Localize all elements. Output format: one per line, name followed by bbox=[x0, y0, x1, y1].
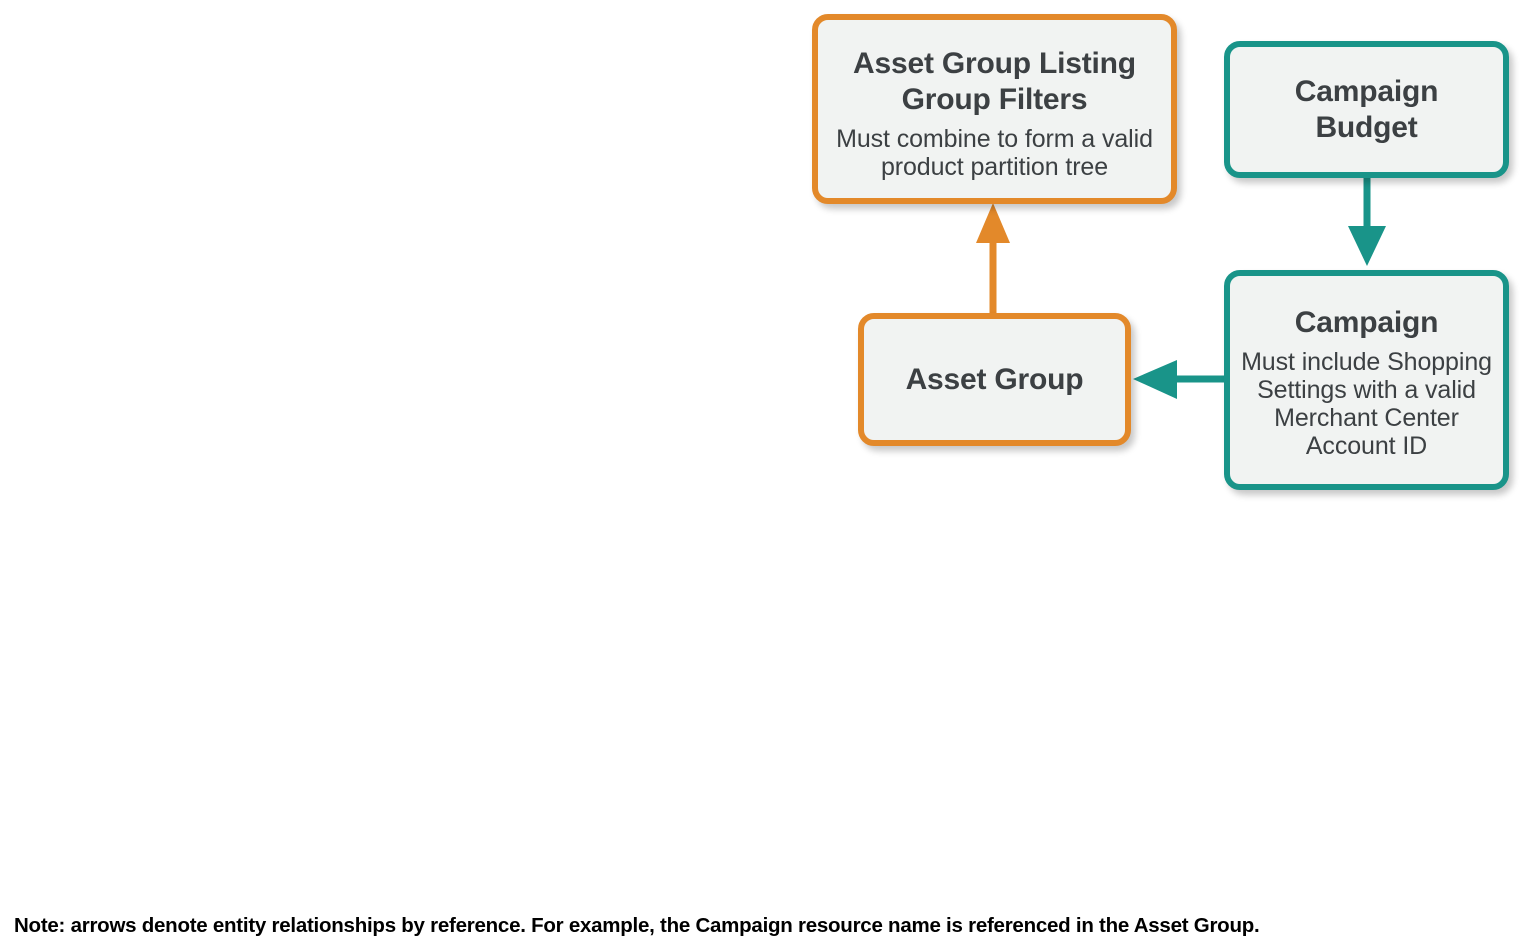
edge-asset-group-to-listing-group-filters bbox=[976, 203, 1010, 313]
node-asset-group[interactable]: Asset Group bbox=[858, 313, 1131, 446]
node-title: Asset Group bbox=[905, 362, 1084, 396]
node-subtitle: Must include Shopping Settings with a va… bbox=[1241, 348, 1492, 460]
node-asset-group-listing-group-filters[interactable]: Asset Group Listing Group Filters Must c… bbox=[812, 14, 1177, 204]
node-title: Campaign bbox=[1294, 306, 1439, 339]
edge-campaign-to-asset-group bbox=[1133, 360, 1224, 399]
node-campaign[interactable]: Campaign Must include Shopping Settings … bbox=[1224, 270, 1509, 490]
edge-campaign-budget-to-campaign bbox=[1348, 178, 1386, 266]
node-title: Asset Group Listing Group Filters bbox=[853, 47, 1136, 116]
node-title: Campaign Budget bbox=[1294, 74, 1439, 144]
diagram-note: Note: arrows denote entity relationships… bbox=[14, 914, 1260, 937]
node-subtitle: Must combine to form a valid product par… bbox=[836, 125, 1153, 181]
node-campaign-budget[interactable]: Campaign Budget bbox=[1224, 41, 1509, 178]
